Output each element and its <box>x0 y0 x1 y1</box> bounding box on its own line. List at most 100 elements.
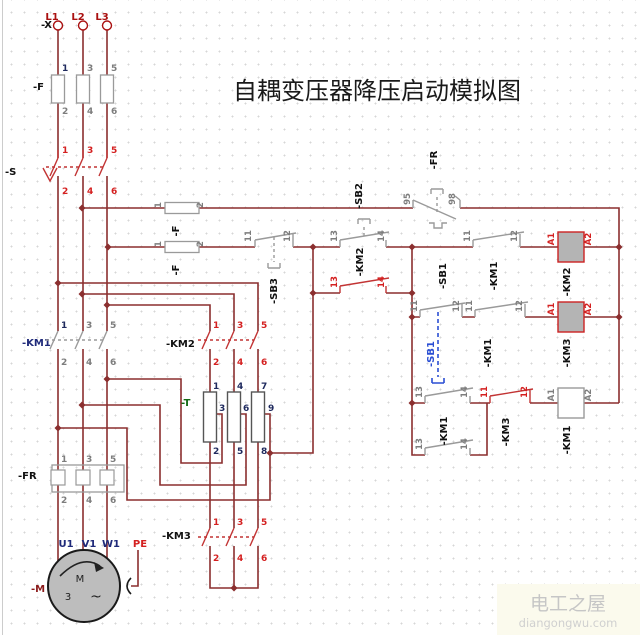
switch-terminal: 1 <box>62 146 68 156</box>
sb1-button[interactable]: 11 12 -SB1 -SB1 <box>410 263 466 384</box>
sb1-selected-label: -SB1 <box>426 341 437 367</box>
coil-body-icon[interactable] <box>557 301 585 333</box>
winding-icon[interactable] <box>250 391 266 443</box>
fuse-terminal: 2 <box>62 107 68 117</box>
no-contact-icon[interactable] <box>339 277 390 293</box>
km2-terminal: 6 <box>261 358 267 368</box>
contactor-km2-main[interactable]: -KM2 1 3 5 2 4 6 <box>166 321 267 368</box>
km1-nc-contact-1[interactable]: 11 12 -KM1 <box>463 230 525 290</box>
km3-nc-terminal: 12 <box>520 386 530 398</box>
motor-phase-count: 3 <box>65 592 71 603</box>
coil-terminal-a2: A2 <box>584 303 594 316</box>
km2-terminal: 5 <box>261 321 267 331</box>
sb3-button[interactable]: 11 12 -SB3 <box>244 230 297 304</box>
km1-coil[interactable]: A1 A2 -KM1 <box>547 387 594 454</box>
km1-nc-contact-2[interactable]: 11 12 -KM1 <box>465 300 529 367</box>
autotransformer-t[interactable]: -T 1 4 7 3 6 9 2 5 8 <box>181 382 274 457</box>
fuse-body-icon[interactable] <box>50 74 66 104</box>
terminal-l2-icon[interactable] <box>77 20 89 31</box>
t-terminal: 7 <box>261 382 267 392</box>
push-head-icon[interactable] <box>431 378 445 384</box>
fr-terminal: 1 <box>61 455 67 465</box>
km1-nc-terminal: 11 <box>465 300 475 312</box>
trip-bracket-icon <box>430 188 444 194</box>
km3-coil[interactable]: A1 A2 -KM3 <box>547 301 594 367</box>
nc-contact-icon[interactable] <box>254 232 297 247</box>
watermark-name: 电工之屋 <box>530 593 606 615</box>
coil-body-icon[interactable] <box>557 387 585 419</box>
nc-contact-icon[interactable] <box>489 388 534 403</box>
sb2-terminal: 13 <box>330 230 340 242</box>
km2-aux-terminal: 14 <box>377 276 387 288</box>
fr-aux-label: -FR <box>429 150 440 169</box>
km1-no-contact-2[interactable]: 13 14 -KM1 <box>415 417 474 455</box>
thermal-relay-fr[interactable]: -FR 1 3 5 2 4 6 <box>18 455 125 506</box>
heater-element-icon <box>75 469 91 486</box>
push-head-icon[interactable] <box>357 218 371 224</box>
thermal-label: -FR <box>18 471 37 482</box>
wiring <box>54 30 623 592</box>
km3-terminal: 2 <box>213 554 219 564</box>
contactor-km1-main[interactable]: -KM1 1 3 5 2 4 6 <box>22 321 116 368</box>
main-fuse-f[interactable]: -F 1 3 5 2 4 6 <box>33 64 117 117</box>
push-head-icon[interactable] <box>267 263 281 269</box>
fuse-body-icon[interactable] <box>99 74 115 104</box>
km3-terminal: 3 <box>237 518 243 528</box>
t-terminal: 2 <box>213 447 219 457</box>
motor-body-icon[interactable] <box>47 549 121 623</box>
switch-handle-icon[interactable] <box>42 167 58 183</box>
terminal-block-x[interactable]: L1 L2 L3 -X <box>41 12 113 31</box>
nc-contact-icon[interactable] <box>419 302 466 317</box>
switch-blades-icon[interactable] <box>49 150 108 177</box>
sb3-terminal: 12 <box>283 230 293 242</box>
switch-terminal: 5 <box>111 146 117 156</box>
coil-terminal-a2: A2 <box>584 389 594 402</box>
diagram-title: 自耦变压器降压启动模拟图 <box>233 77 521 105</box>
motor-label: -M <box>31 584 45 595</box>
nc-contact-icon[interactable] <box>474 301 529 317</box>
nc-contact-icon[interactable] <box>412 195 461 220</box>
control-fuse-2[interactable]: 1 2 -F <box>154 240 206 276</box>
t-terminal: 5 <box>237 447 243 457</box>
coil-body-icon[interactable] <box>557 231 585 263</box>
km1-nc-terminal: 12 <box>515 300 525 312</box>
motor-terminal-pe: PE <box>133 539 147 550</box>
fuse-body-icon[interactable] <box>164 201 200 215</box>
fuse-body-icon[interactable] <box>164 240 200 254</box>
km3-nc-contact[interactable]: 11 12 -KM3 <box>480 386 534 446</box>
terminal-l1-icon[interactable] <box>52 20 64 31</box>
winding-icon[interactable] <box>226 391 242 443</box>
motor-m[interactable]: U1 V1 W1 PE M 3 ~ -M <box>31 539 147 623</box>
km2-aux-contact[interactable]: 13 14 -KM2 <box>330 248 390 293</box>
contactor-km3-main[interactable]: -KM3 1 3 5 2 4 6 <box>162 518 267 564</box>
km1-no-terminal: 14 <box>460 438 470 450</box>
fuse-body-icon[interactable] <box>75 74 91 104</box>
coil-terminal-a1: A1 <box>547 303 557 316</box>
fuse-terminal: 1 <box>62 64 68 74</box>
winding-icon[interactable] <box>202 391 218 443</box>
control-fuse-1[interactable]: 1 2 -F <box>154 201 206 237</box>
km1-main-label: -KM1 <box>22 338 51 349</box>
km2-coil[interactable]: A1 A2 -KM2 <box>547 231 594 296</box>
fuse-terminal: 2 <box>196 241 206 247</box>
fr-aux-contact[interactable]: 95 98 -FR <box>403 150 461 229</box>
heater-element-icon <box>99 469 115 486</box>
sb2-button[interactable]: 13 14 -SB2 <box>330 183 390 247</box>
no-contact-icon[interactable] <box>424 387 474 403</box>
switch-terminal: 6 <box>111 187 117 197</box>
terminal-l3-icon[interactable] <box>101 20 113 31</box>
t-terminal: 1 <box>213 382 219 392</box>
km2-terminal: 3 <box>237 321 243 331</box>
sb2-terminal: 14 <box>377 230 387 242</box>
motor-terminal-w1: W1 <box>102 539 120 550</box>
t-tap-terminal: 9 <box>268 404 274 414</box>
coil-terminal-a2: A2 <box>584 233 594 246</box>
nc-contact-icon[interactable] <box>472 231 525 247</box>
km1-no-terminal: 13 <box>415 386 425 398</box>
disconnect-switch-s[interactable]: -S 1 3 5 2 4 6 <box>5 146 117 197</box>
wire-runs <box>57 30 620 589</box>
fuse-terminal: 4 <box>87 107 93 117</box>
no-contact-icon[interactable] <box>424 439 474 455</box>
km1-no-contact-1[interactable]: 13 14 <box>415 386 474 403</box>
